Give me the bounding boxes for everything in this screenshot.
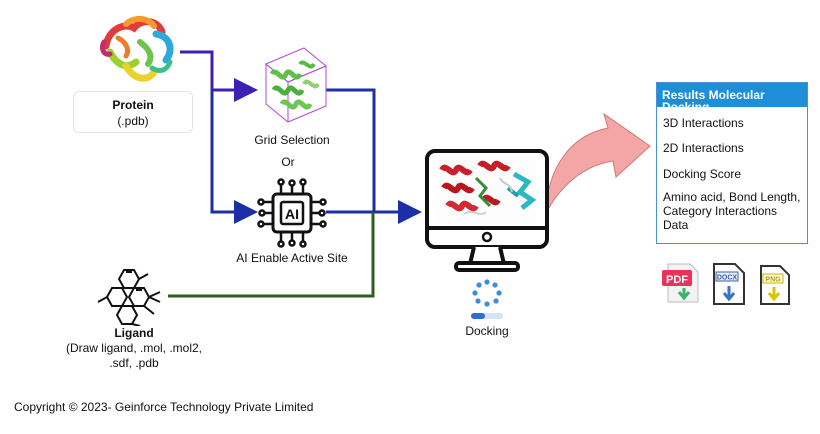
ai-site-label: AI Enable Active Site [236,251,348,265]
docking-monitor-icon [425,149,549,272]
grid-to-docking-line [326,88,376,212]
protein-to-ai-arrow [210,90,258,224]
loading-spinner-icon [471,279,503,319]
ligand-desc-line1: (Draw ligand, .mol, .mol2, [65,341,203,355]
grid-box-image [265,47,327,123]
docx-download-icon[interactable]: DOCX [711,262,747,306]
protein-format: (.pdb) [117,114,149,128]
results-item-3d: 3D Interactions [663,116,744,130]
results-title: Results Molecular Docking [657,83,807,113]
protein-title: Protein [112,98,154,112]
progress-fill [471,313,485,319]
protein-card [73,91,193,133]
results-item-2d: 2D Interactions [663,141,744,155]
png-download-icon[interactable]: PNG [758,264,792,306]
docking-label: Docking [465,324,509,338]
pdf-icon-text: PDF [666,274,688,286]
results-item-amino-line2: Category Interactions [663,204,778,218]
pdf-download-icon[interactable]: PDF [660,262,702,304]
png-icon-text: PNG [765,277,781,284]
ai-chip-text: AI [285,206,299,222]
ligand-structure-image [97,269,161,326]
ligand-to-docking-line [168,212,375,298]
docking-complex-image [439,160,537,215]
results-panel: Results Molecular Docking 3D Interaction… [656,82,808,244]
docx-icon-text: DOCX [717,275,738,282]
protein-structure-image [99,16,174,82]
or-label: Or [281,155,295,169]
copyright-text: Copyright © 2023- Geinforce Technology P… [14,400,314,414]
results-item-amino-line3: Data [663,218,689,232]
ligand-desc-line2: .sdf, .pdb [109,356,159,370]
ligand-title: Ligand [114,326,154,340]
results-item-amino-line1: Amino acid, Bond Length, [663,190,801,204]
results-arrow [544,112,651,216]
protein-to-grid-arrow [180,50,258,102]
grid-selection-label: Grid Selection [254,133,330,147]
ai-chip-icon: AI [257,178,327,248]
results-item-score: Docking Score [663,167,742,181]
